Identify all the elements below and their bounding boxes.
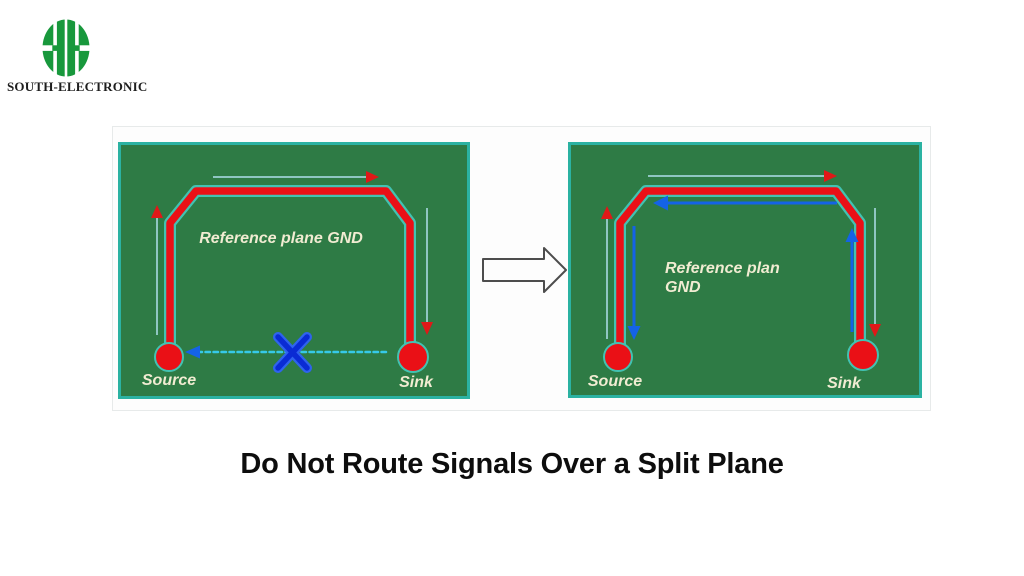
signal-flow-arrows: [151, 171, 433, 335]
before-after-arrow-icon: [482, 247, 567, 293]
reference-plane-label-line2: GND: [665, 279, 701, 296]
return-arrowhead-down-icon: [627, 326, 641, 340]
source-pad: [603, 342, 633, 372]
signal-flow-arrows: [601, 170, 881, 339]
diagram-solid-plane-return: Reference plan GND Source Sink: [568, 142, 922, 398]
source-pad: [154, 342, 184, 372]
blocked-cross-icon: [273, 332, 312, 373]
slide-caption: Do Not Route Signals Over a Split Plane: [240, 448, 784, 480]
sink-pad: [397, 341, 429, 373]
sink-label: Sink: [399, 374, 434, 391]
return-arrowhead-up-icon: [845, 228, 859, 242]
brand-name: SOUTH-ELECTRONIC: [7, 79, 148, 94]
source-label: Source: [142, 372, 196, 389]
brand-emblem-icon: [41, 19, 91, 77]
sink-label: Sink: [827, 375, 862, 392]
reference-plane-label: Reference plane GND: [199, 230, 363, 247]
arrowhead-right-icon: [824, 170, 837, 182]
return-arrowhead-left-icon: [185, 345, 200, 359]
return-current-arrows: [627, 195, 859, 340]
arrowhead-up-icon: [601, 206, 613, 219]
arrowhead-right-icon: [366, 171, 379, 183]
reference-plane-label-line1: Reference plan: [665, 260, 780, 277]
signal-trace: [616, 187, 864, 345]
arrowhead-up-icon: [151, 205, 163, 218]
source-label: Source: [588, 373, 642, 390]
sink-pad: [847, 339, 879, 371]
signal-trace: [166, 187, 414, 345]
arrowhead-down-icon: [421, 322, 433, 335]
arrowhead-down-icon: [869, 324, 881, 337]
return-arrowhead-left-icon: [653, 195, 668, 211]
diagram-split-plane-blocked: Reference plane GND Source Sink: [118, 142, 470, 399]
